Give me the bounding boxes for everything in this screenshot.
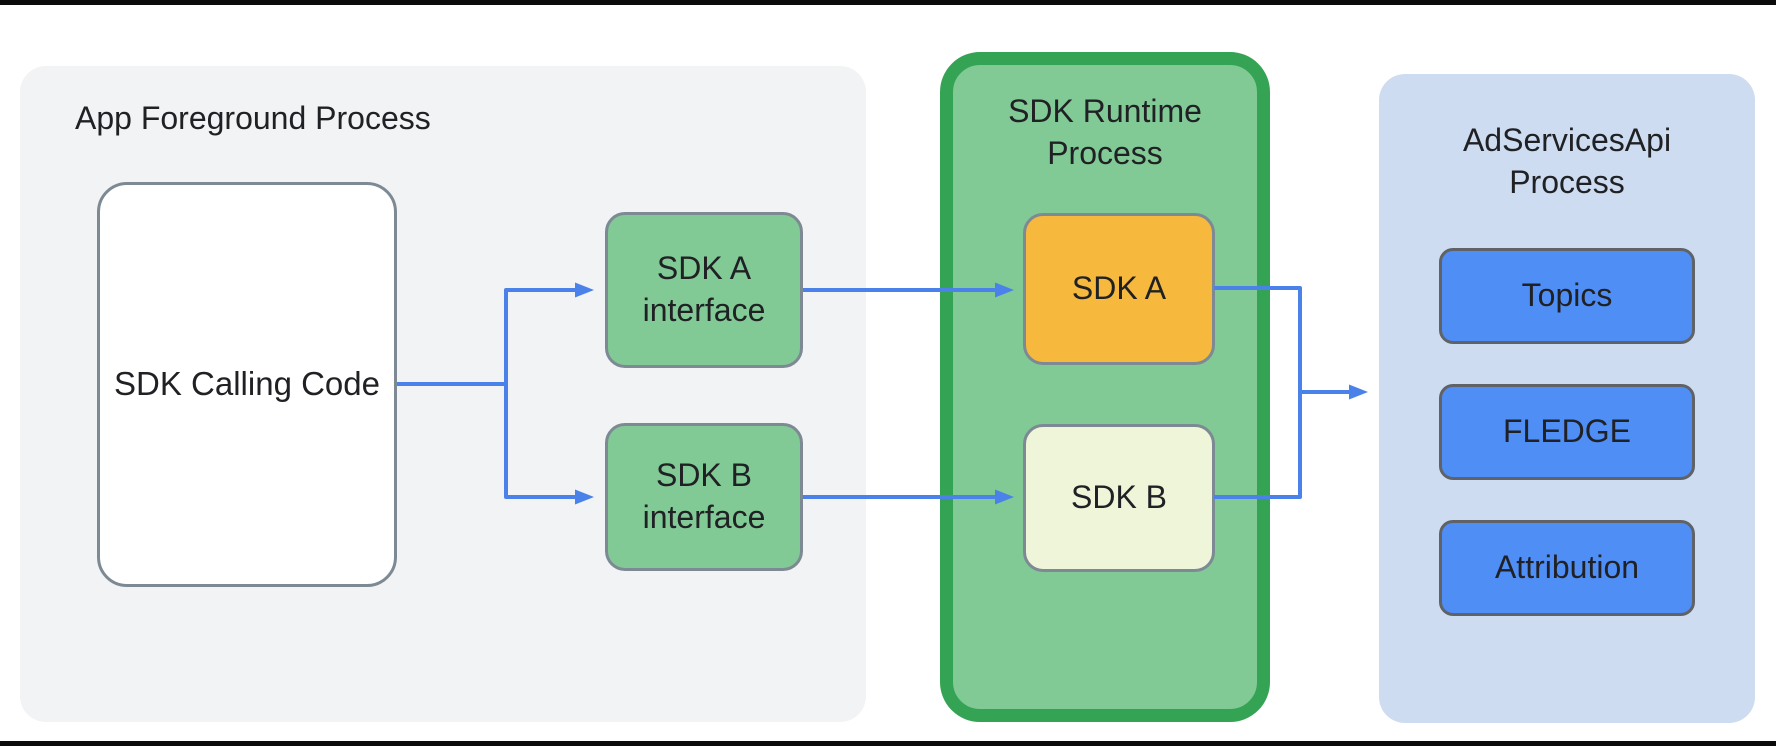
top-edge-line xyxy=(0,0,1776,5)
sdk-a-label: SDK A xyxy=(1071,270,1167,307)
topics-label: Topics xyxy=(1521,277,1613,314)
adservices-api-process-container: AdServicesApi Process Topics FLEDGE Attr… xyxy=(1379,74,1755,723)
runtime-process-title: SDK Runtime Process xyxy=(1008,93,1202,171)
sdk-b-box: SDK B xyxy=(1023,424,1215,572)
attribution-box: Attribution xyxy=(1439,520,1695,616)
app-foreground-process-container: App Foreground Process SDK Calling Code … xyxy=(20,66,866,722)
topics-box: Topics xyxy=(1439,248,1695,344)
app-process-title: App Foreground Process xyxy=(75,100,431,136)
sdk-runtime-process-container: SDK Runtime Process SDK A SDK B xyxy=(940,52,1270,722)
sdk-calling-code-box: SDK Calling Code xyxy=(97,182,397,587)
sdk-a-interface-box: SDK A interface xyxy=(605,212,803,368)
adservices-process-title: AdServicesApi Process xyxy=(1462,122,1672,200)
fledge-box: FLEDGE xyxy=(1439,384,1695,480)
bottom-edge-line xyxy=(0,741,1776,746)
sdk-b-label: SDK B xyxy=(1070,479,1168,516)
sdk-a-box: SDK A xyxy=(1023,213,1215,365)
fledge-label: FLEDGE xyxy=(1502,413,1632,450)
sdk-a-interface-label: SDK A interface xyxy=(642,250,766,328)
sdk-b-interface-box: SDK B interface xyxy=(605,423,803,571)
sdk-calling-code-label: SDK Calling Code xyxy=(114,365,380,403)
attribution-label: Attribution xyxy=(1494,549,1640,586)
sdk-b-interface-label: SDK B interface xyxy=(642,457,766,535)
